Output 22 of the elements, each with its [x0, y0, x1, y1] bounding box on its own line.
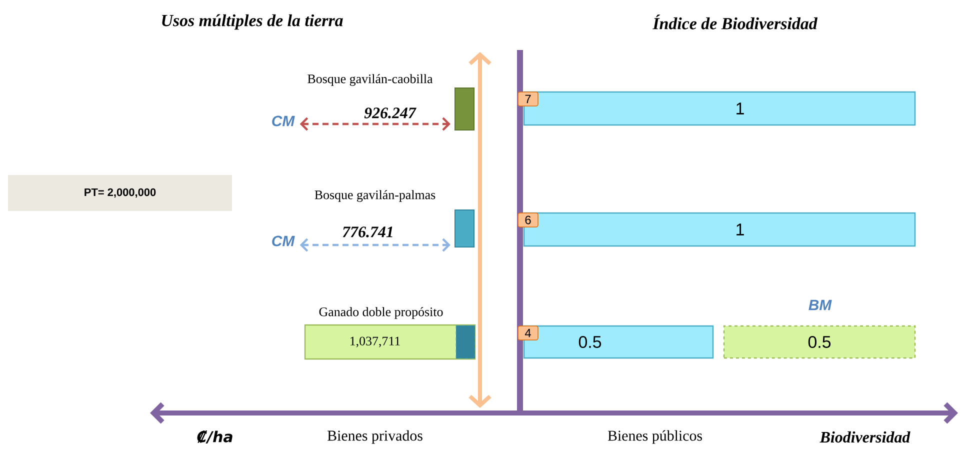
double-arrow [300, 238, 450, 252]
edge-label: 776.741 [342, 226, 392, 238]
value-bar: 0.5 [723, 325, 916, 359]
double-arrow [300, 117, 450, 131]
bar-label: BM [808, 300, 832, 310]
axis-label: ₡/ha [197, 430, 232, 444]
bar-label: Ganado doble propósito [319, 307, 443, 319]
number-badge: 7 [518, 92, 538, 106]
edge-label: 926.247 [364, 108, 416, 118]
heading: Índice de Biodiversidad [652, 14, 818, 30]
axis-label: Bienes públicos [608, 430, 702, 444]
number-badge: 6 [518, 212, 538, 228]
cm-label: CM [272, 116, 295, 126]
cm-label: CM [272, 236, 295, 246]
axis-label: Biodiversidad [820, 431, 910, 443]
number-badge: 4 [518, 326, 538, 340]
value-box: PT= 2,000,000 [8, 175, 232, 211]
value-bar: 1,037,711 [304, 324, 476, 360]
heading: Usos múltiples de la tierra [162, 14, 343, 30]
bar-label: Bosque gavilán-palmas [314, 190, 436, 202]
axis-label: Bienes privados [328, 430, 422, 444]
bar-label: Bosque gavilán-caobilla [308, 74, 433, 86]
